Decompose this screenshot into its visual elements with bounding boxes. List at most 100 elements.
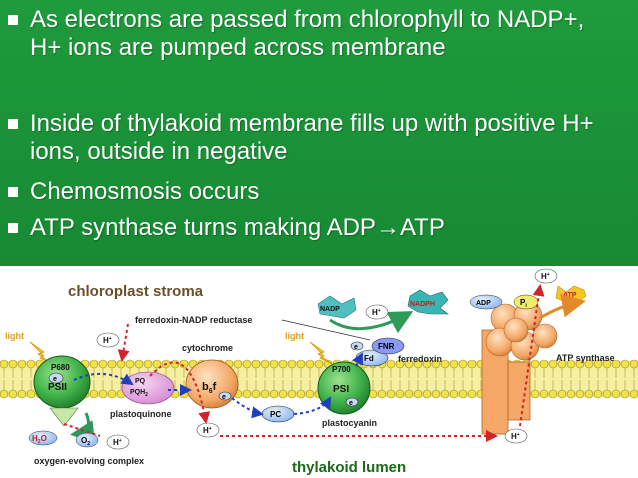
lipid-head: [287, 389, 297, 399]
bullet-square-icon: [8, 187, 18, 197]
bullet-square-icon: [8, 15, 18, 25]
lipid-head: [17, 389, 27, 399]
lipid-head: [233, 359, 243, 369]
lipid-head: [26, 359, 36, 369]
lipid-head: [179, 359, 189, 369]
lipid-head: [8, 359, 18, 369]
lipid-head: [611, 389, 621, 399]
lipid-head: [89, 389, 99, 399]
lipid-head: [143, 359, 153, 369]
lipid-head: [467, 389, 477, 399]
bullet-text: Inside of thylakoid membrane fills up wi…: [30, 110, 594, 165]
chloroplast-stroma-label: chloroplast stroma: [68, 283, 204, 300]
lipid-head: [566, 389, 576, 399]
lipid-head: [440, 389, 450, 399]
hplus-label: H+: [511, 432, 520, 441]
hplus-ion: [106, 434, 130, 450]
bullet-item: Inside of thylakoid membrane fills up wi…: [8, 110, 600, 166]
electron-label: e: [222, 394, 226, 401]
atp-label: ATP: [563, 292, 577, 299]
hplus-label: H+: [372, 308, 381, 317]
svg-text:O2: O2: [81, 436, 90, 447]
hplus-ion: [504, 428, 528, 444]
bullet-text: ATP synthase turns making ADP→ATP: [30, 214, 445, 241]
ferredoxin-label: ferredoxin: [398, 354, 442, 364]
lipid-head: [377, 389, 387, 399]
lipid-head: [449, 389, 459, 399]
lipid-head: [404, 389, 414, 399]
nadph-shape: [407, 289, 449, 315]
lipid-head: [0, 359, 9, 369]
lipid-head: [629, 389, 638, 399]
pc-label: PC: [270, 410, 281, 419]
nadph-label: NADPH: [410, 301, 435, 308]
lipid-head: [269, 359, 279, 369]
lipid-head: [107, 359, 117, 369]
lipid-head: [305, 359, 315, 369]
lipid-head: [260, 359, 270, 369]
lipid-head: [395, 389, 405, 399]
lipid-head: [386, 389, 396, 399]
cytochrome-label: cytochrome: [182, 343, 233, 353]
thylakoid-diagram: chloroplast stroma thylakoid lumen ferre…: [0, 268, 638, 476]
lipid-head: [629, 359, 638, 369]
svg-text:H2O: H2O: [32, 434, 47, 445]
lipid-head: [8, 389, 18, 399]
lipid-head: [251, 359, 261, 369]
adp-label: ADP: [476, 300, 491, 307]
bullet-text: As electrons are passed from chlorophyll…: [30, 6, 585, 61]
bullet-item: ATP synthase turns making ADP→ATP: [8, 214, 600, 242]
lipid-head: [449, 359, 459, 369]
lipid-head: [422, 389, 432, 399]
lipid-head: [539, 359, 549, 369]
hplus-label: H+: [541, 272, 550, 281]
lightning-icon: [309, 341, 333, 365]
lipid-head: [548, 389, 558, 399]
lipid-head: [296, 359, 306, 369]
thylakoid-lumen-label: thylakoid lumen: [292, 459, 406, 476]
hplus-ions: H+H+H+H+H+H+: [96, 268, 558, 450]
ferredoxin-nadp-reductase-label: ferredoxin-NADP reductase: [135, 315, 252, 325]
hplus-label: H+: [203, 426, 212, 435]
atp-synthase: [481, 301, 558, 435]
electron-label: e: [349, 400, 353, 407]
lipid-head: [386, 359, 396, 369]
lipid-head: [98, 389, 108, 399]
lipid-head: [440, 359, 450, 369]
psii-label: PSII: [48, 382, 67, 393]
lipid-head: [458, 359, 468, 369]
fnr: FNR e: [350, 337, 405, 355]
fnr-label: FNR: [378, 342, 395, 351]
lipid-head: [26, 389, 36, 399]
lipid-head: [413, 389, 423, 399]
lipid-head: [260, 389, 270, 399]
plastoquinone-complex: PQ PQH2: [121, 371, 175, 405]
p680-label: P680: [51, 363, 70, 372]
fd-label: Fd: [364, 354, 374, 363]
lipid-head: [602, 389, 612, 399]
lipid-head: [584, 389, 594, 399]
nadp-label: NADP: [320, 306, 340, 313]
lipid-head: [530, 389, 540, 399]
lipid-head: [269, 389, 279, 399]
lipid-head: [89, 359, 99, 369]
cytochrome-b6f: b6f e: [185, 359, 239, 409]
bullet-item: As electrons are passed from chlorophyll…: [8, 6, 600, 62]
atp-synthase-label: ATP synthase: [556, 353, 615, 363]
lipid-head: [278, 359, 288, 369]
slide-title-area: As electrons are passed from chlorophyll…: [0, 0, 638, 266]
plastocyanin: PC: [261, 405, 295, 423]
lipid-head: [125, 359, 135, 369]
lipid-head: [620, 389, 630, 399]
bullet-square-icon: [8, 119, 18, 129]
pi-label: Pi: [520, 298, 527, 309]
adp-shape: [469, 294, 503, 310]
lipid-head: [0, 389, 9, 399]
pq-label: PQ: [135, 378, 146, 385]
lipid-head: [251, 389, 261, 399]
electron-label: e: [354, 344, 358, 351]
hplus-ion: [534, 268, 558, 284]
light-label-left: light: [5, 331, 24, 341]
lipid-head: [305, 389, 315, 399]
o2-molecule: O2: [75, 432, 99, 448]
